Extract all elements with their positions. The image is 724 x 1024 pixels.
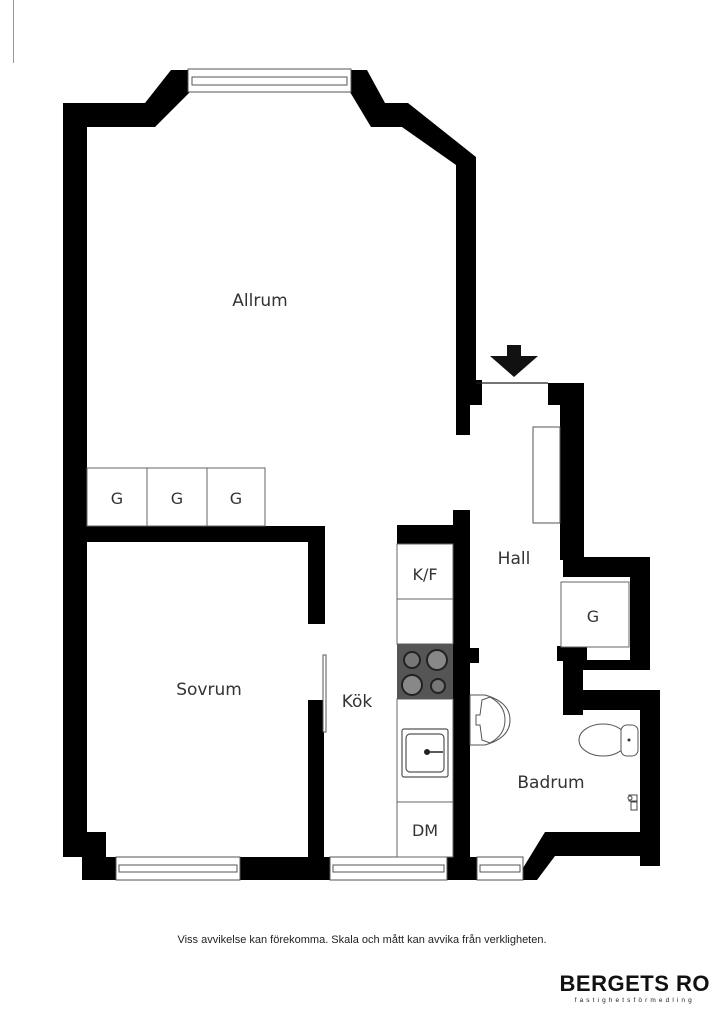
hall-shelf	[532, 426, 561, 524]
brand-name: BERGETS RO	[559, 971, 710, 996]
room-label-hall: Hall	[498, 549, 531, 569]
page-margin-line	[13, 0, 14, 63]
stove-icon	[397, 644, 453, 699]
wardrobes-allrum	[86, 467, 266, 527]
wardrobe-label: G	[171, 489, 183, 508]
room-label-allrum: Allrum	[232, 291, 287, 311]
walls	[63, 70, 660, 880]
windows	[115, 68, 524, 881]
fridge-label: K/F	[412, 565, 437, 584]
kitchen-counter	[396, 543, 454, 858]
room-label-sovrum: Sovrum	[176, 680, 242, 700]
wardrobe-label: G	[230, 489, 242, 508]
room-label-kok: Kök	[342, 692, 373, 712]
shower-icon	[627, 794, 638, 811]
brand-tagline: fastighetsförmedling	[574, 997, 695, 1004]
brand-logo: BERGETS RO fastighetsförmedling	[560, 972, 710, 1005]
wardrobe-hall	[560, 581, 630, 648]
washbasin-icon	[469, 694, 511, 746]
kitchen-sliding-door	[322, 654, 327, 733]
kitchen-sink-icon	[401, 728, 449, 778]
disclaimer-text: Viss avvikelse kan förekomma. Skala och …	[177, 934, 547, 946]
toilet-icon	[578, 723, 639, 757]
entrance-arrow-icon	[476, 345, 548, 384]
dishwasher-label: DM	[412, 821, 438, 840]
wardrobe-label: G	[111, 489, 123, 508]
room-label-badrum: Badrum	[517, 773, 584, 793]
wardrobe-label: G	[587, 607, 599, 626]
